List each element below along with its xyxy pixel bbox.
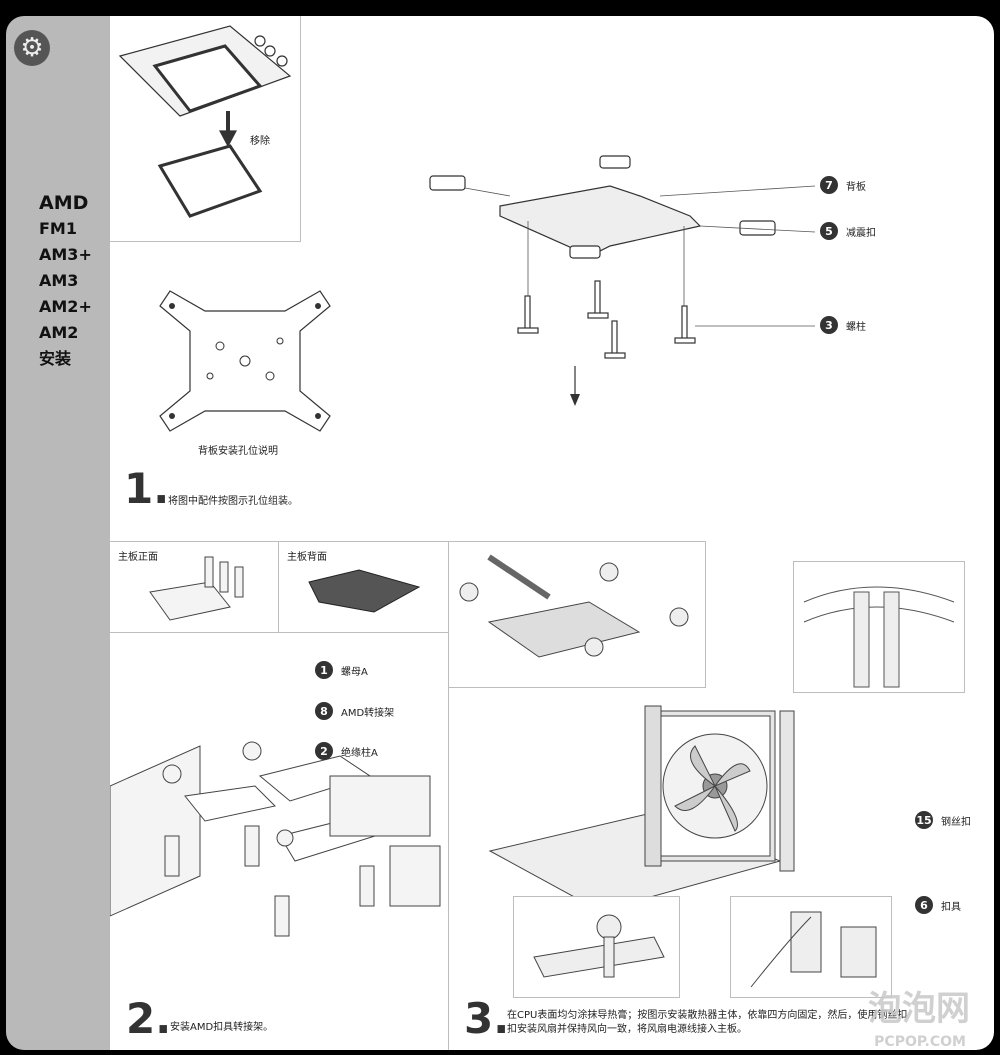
- sidebar-item-am2plus: AM2+: [39, 297, 92, 316]
- callout-number: 6: [915, 896, 933, 914]
- callout-number: 8: [315, 702, 333, 720]
- callout-label: 钢丝扣: [941, 816, 971, 828]
- step1-number: 1.: [124, 464, 170, 513]
- callout-label: 螺柱: [846, 321, 866, 333]
- callout-number: 15: [915, 811, 933, 829]
- watermark-sub: PCPOP.COM: [874, 1034, 966, 1050]
- callout-label: 减震扣: [846, 227, 876, 239]
- screw-detail-panel: [513, 896, 680, 998]
- board-back-label: 主板背面: [287, 552, 327, 563]
- backplate-caption: 背板安装孔位说明: [198, 446, 278, 457]
- sidebar-item-am3: AM3: [39, 271, 79, 290]
- step2-number: 2.: [126, 994, 172, 1043]
- main-content: 移除 背板安装孔位说明: [110, 16, 994, 1050]
- step2-text: 安装AMD扣具转接架。: [170, 1022, 274, 1033]
- callout-wire-clip: 15 钢丝扣: [915, 811, 971, 829]
- remove-label: 移除: [250, 136, 270, 147]
- callout-label: 背板: [846, 181, 866, 193]
- step3-text-line1: 在CPU表面均匀涂抹导热膏；按图示安装散热器主体，依靠四方向固定，然后，使用钢丝…: [507, 1010, 908, 1021]
- bracket-illustration: [118, 25, 292, 218]
- board-front-illustration: [149, 556, 244, 621]
- thermal-paste-panel: [448, 541, 706, 688]
- thermal-paste-illustration: [459, 554, 689, 658]
- backplate-exploded-view: [429, 155, 816, 406]
- board-back-panel: 主板背面: [278, 541, 450, 633]
- callout-mount-clip: 6 扣具: [915, 896, 961, 914]
- callout-label: AMD转接架: [341, 707, 395, 719]
- callout-number: 7: [820, 176, 838, 194]
- board-back-illustration: [308, 569, 421, 613]
- callout-label: 扣具: [941, 901, 961, 913]
- watermark: 泡泡网: [868, 989, 970, 1029]
- callout-standoff: 3 螺柱: [820, 316, 866, 334]
- sidebar-heading: AMD: [39, 192, 89, 214]
- board-front-panel: 主板正面: [110, 541, 279, 633]
- callout-number: 3: [820, 316, 838, 334]
- remove-bracket-panel: 移除: [110, 16, 301, 242]
- gear-icon: ⚙: [14, 30, 50, 66]
- sidebar-item-fm1: FM1: [39, 219, 77, 238]
- callout-backplate: 7 背板: [820, 176, 866, 194]
- screw-detail-illustration: [533, 914, 665, 978]
- callout-insulator-a: 2 绝缘柱A: [315, 742, 378, 760]
- callout-number: 2: [315, 742, 333, 760]
- bracket-install-illustration: [110, 741, 441, 937]
- sidebar-title: AMD FM1 AM3+ AM3 AM2+ AM2 安装: [39, 190, 92, 372]
- cable-detail-panel: [730, 896, 892, 998]
- sidebar-item-am3plus: AM3+: [39, 245, 92, 264]
- sidebar-item-install: 安装: [39, 349, 72, 368]
- callout-number: 5: [820, 222, 838, 240]
- wire-clip-detail-illustration: [803, 586, 955, 688]
- board-front-label: 主板正面: [118, 552, 158, 563]
- callout-amd-bracket: 8 AMD转接架: [315, 702, 394, 720]
- wire-clip-detail-panel: [793, 561, 965, 693]
- step3-number: 3.: [464, 994, 510, 1043]
- step1-text: 将图中配件按图示孔位组装。: [168, 496, 298, 507]
- cooler-illustration: [488, 705, 795, 912]
- backplate-diagram: [159, 290, 331, 432]
- callout-nut-a: 1 螺母A: [315, 661, 368, 679]
- cable-detail-illustration: [750, 911, 877, 988]
- sidebar-item-am2: AM2: [39, 323, 79, 342]
- callout-label: 绝缘柱A: [341, 747, 378, 759]
- callout-label: 螺母A: [341, 666, 368, 678]
- callout-number: 1: [315, 661, 333, 679]
- divider: [448, 686, 449, 1050]
- step3-text-line2: 扣安装风扇并保持风向一致，将风扇电源线接入主板。: [507, 1024, 747, 1035]
- callout-damper: 5 减震扣: [820, 222, 876, 240]
- sidebar: ⚙ AMD FM1 AM3+ AM3 AM2+ AM2 安装: [6, 16, 110, 1050]
